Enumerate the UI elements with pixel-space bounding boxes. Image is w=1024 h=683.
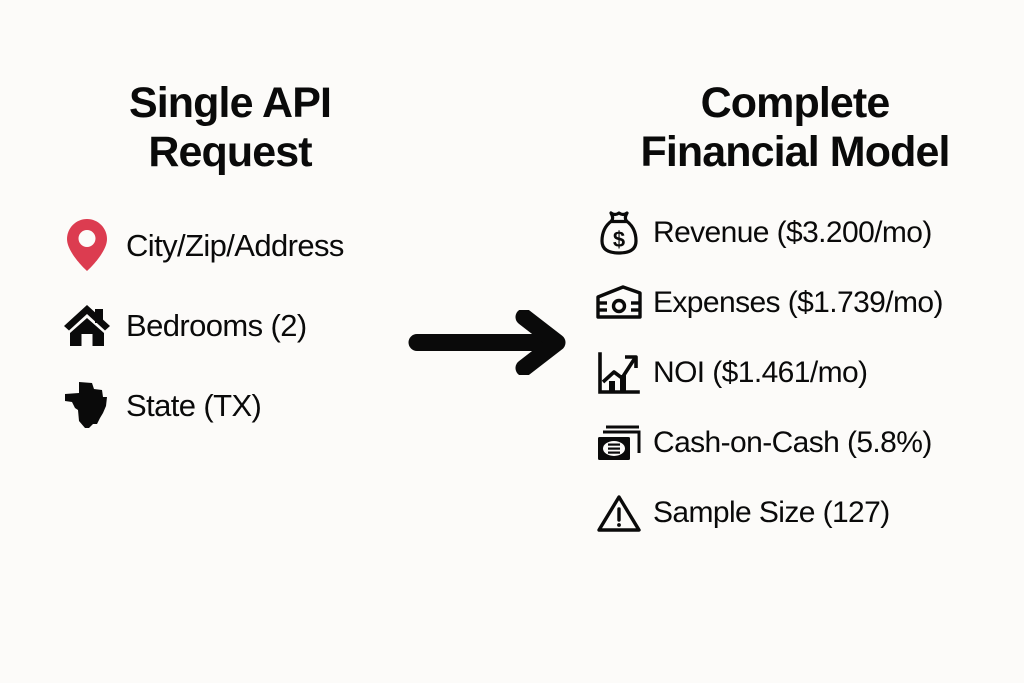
output-feature-list: $ Revenue ($3.200/mo) Expenses	[595, 198, 1015, 548]
list-item: NOI ($1.461/mo)	[595, 338, 1015, 408]
list-item-label: Revenue	[653, 216, 769, 249]
list-item-text: Bedrooms (2)	[126, 310, 307, 341]
list-item-value: (2)	[262, 307, 308, 343]
list-item-value: (TX)	[195, 387, 262, 423]
left-column-heading: Single API Request	[128, 79, 332, 176]
list-item-text: City/Zip/Address	[126, 230, 344, 261]
list-item-label: Expenses	[653, 286, 781, 319]
list-item: Expenses ($1.739/mo)	[595, 268, 1015, 338]
list-item-value: (127)	[814, 496, 891, 529]
list-item: Bedrooms (2)	[60, 285, 460, 365]
banknote-icon	[595, 279, 643, 327]
list-item-label: City/Zip/Address	[126, 227, 344, 263]
list-item-label: Cash-on-Cash	[653, 426, 840, 459]
list-item-text: Cash-on-Cash (5.8%)	[653, 428, 932, 458]
right-column-heading: Complete Financial Model	[640, 79, 950, 176]
list-item-label: NOI	[653, 356, 705, 389]
home-icon	[60, 298, 114, 352]
list-item: Cash-on-Cash (5.8%)	[595, 408, 1015, 478]
money-bag-icon: $	[595, 209, 643, 257]
location-pin-icon	[60, 218, 114, 272]
list-item-value: (5.8%)	[839, 426, 932, 459]
list-item: $ Revenue ($3.200/mo)	[595, 198, 1015, 268]
list-item-text: State (TX)	[126, 387, 262, 423]
list-item-text: Sample Size (127)	[653, 498, 890, 528]
cash-stack-icon	[595, 419, 643, 467]
svg-text:$: $	[613, 227, 625, 252]
list-item-label: State	[126, 387, 196, 423]
list-item-value: ($1.739/mo)	[779, 286, 944, 319]
list-item-label: Bedrooms	[126, 307, 263, 343]
list-item-text: Revenue ($3.200/mo)	[653, 218, 932, 248]
list-item-text: NOI ($1.461/mo)	[653, 356, 868, 389]
list-item-text: Expenses ($1.739/mo)	[653, 288, 943, 318]
list-item: State (TX)	[60, 365, 460, 445]
list-item-label: Sample Size	[653, 496, 815, 529]
list-item: Sample Size (127)	[595, 478, 1015, 548]
arrow-right-icon	[408, 310, 578, 375]
list-item: City/Zip/Address	[60, 205, 460, 285]
growth-chart-icon	[595, 349, 643, 397]
texas-state-icon	[60, 378, 114, 432]
input-feature-list: City/Zip/Address Bedrooms (2)	[60, 205, 460, 445]
warning-triangle-icon	[595, 489, 643, 537]
list-item-value: ($1.461/mo)	[704, 356, 868, 389]
list-item-value: ($3.200/mo)	[768, 216, 933, 249]
